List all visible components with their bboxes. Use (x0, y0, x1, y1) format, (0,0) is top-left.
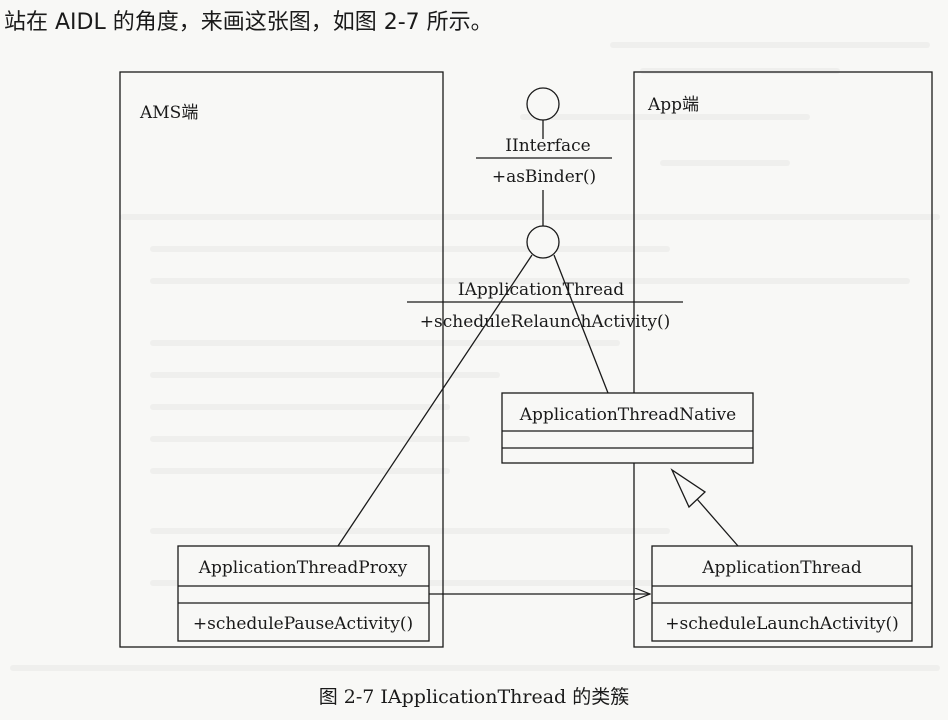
app-side-frame (633, 71, 933, 648)
applicationthreadnative-name: ApplicationThreadNative (519, 405, 736, 425)
ams-side-frame (119, 71, 444, 648)
intro-sentence: 站在 AIDL 的角度，来画这张图，如图 2-7 所示。 (4, 10, 493, 35)
iinterface-name: IInterface (505, 136, 590, 156)
iinterface-method: +asBinder() (492, 167, 596, 187)
ams-side-label: AMS端 (139, 103, 198, 123)
native-realization-line (553, 254, 609, 394)
applicationthread-method: +scheduleLaunchActivity() (665, 614, 898, 634)
iinterface-lollipop (526, 87, 560, 121)
inheritance-line (696, 498, 739, 547)
app-side-label: App端 (647, 95, 699, 115)
applicationthread-name: ApplicationThread (701, 558, 862, 578)
figure-caption: 图 2-7 IApplicationThread 的类簇 (318, 686, 630, 708)
applicationthreadproxy-method: +schedulePauseActivity() (193, 614, 413, 634)
applicationthread-box (651, 545, 913, 642)
iapplicationthread-name: IApplicationThread (458, 280, 624, 300)
iapplicationthread-lollipop (526, 225, 560, 259)
iapplicationthread-method: +scheduleRelaunchActivity() (420, 312, 670, 332)
inheritance-triangle (670, 468, 707, 509)
applicationthreadproxy-name: ApplicationThreadProxy (198, 558, 408, 578)
proxy-realization-line (337, 254, 533, 547)
applicationthreadnative-box (501, 392, 754, 464)
applicationthreadproxy-box (177, 545, 430, 642)
